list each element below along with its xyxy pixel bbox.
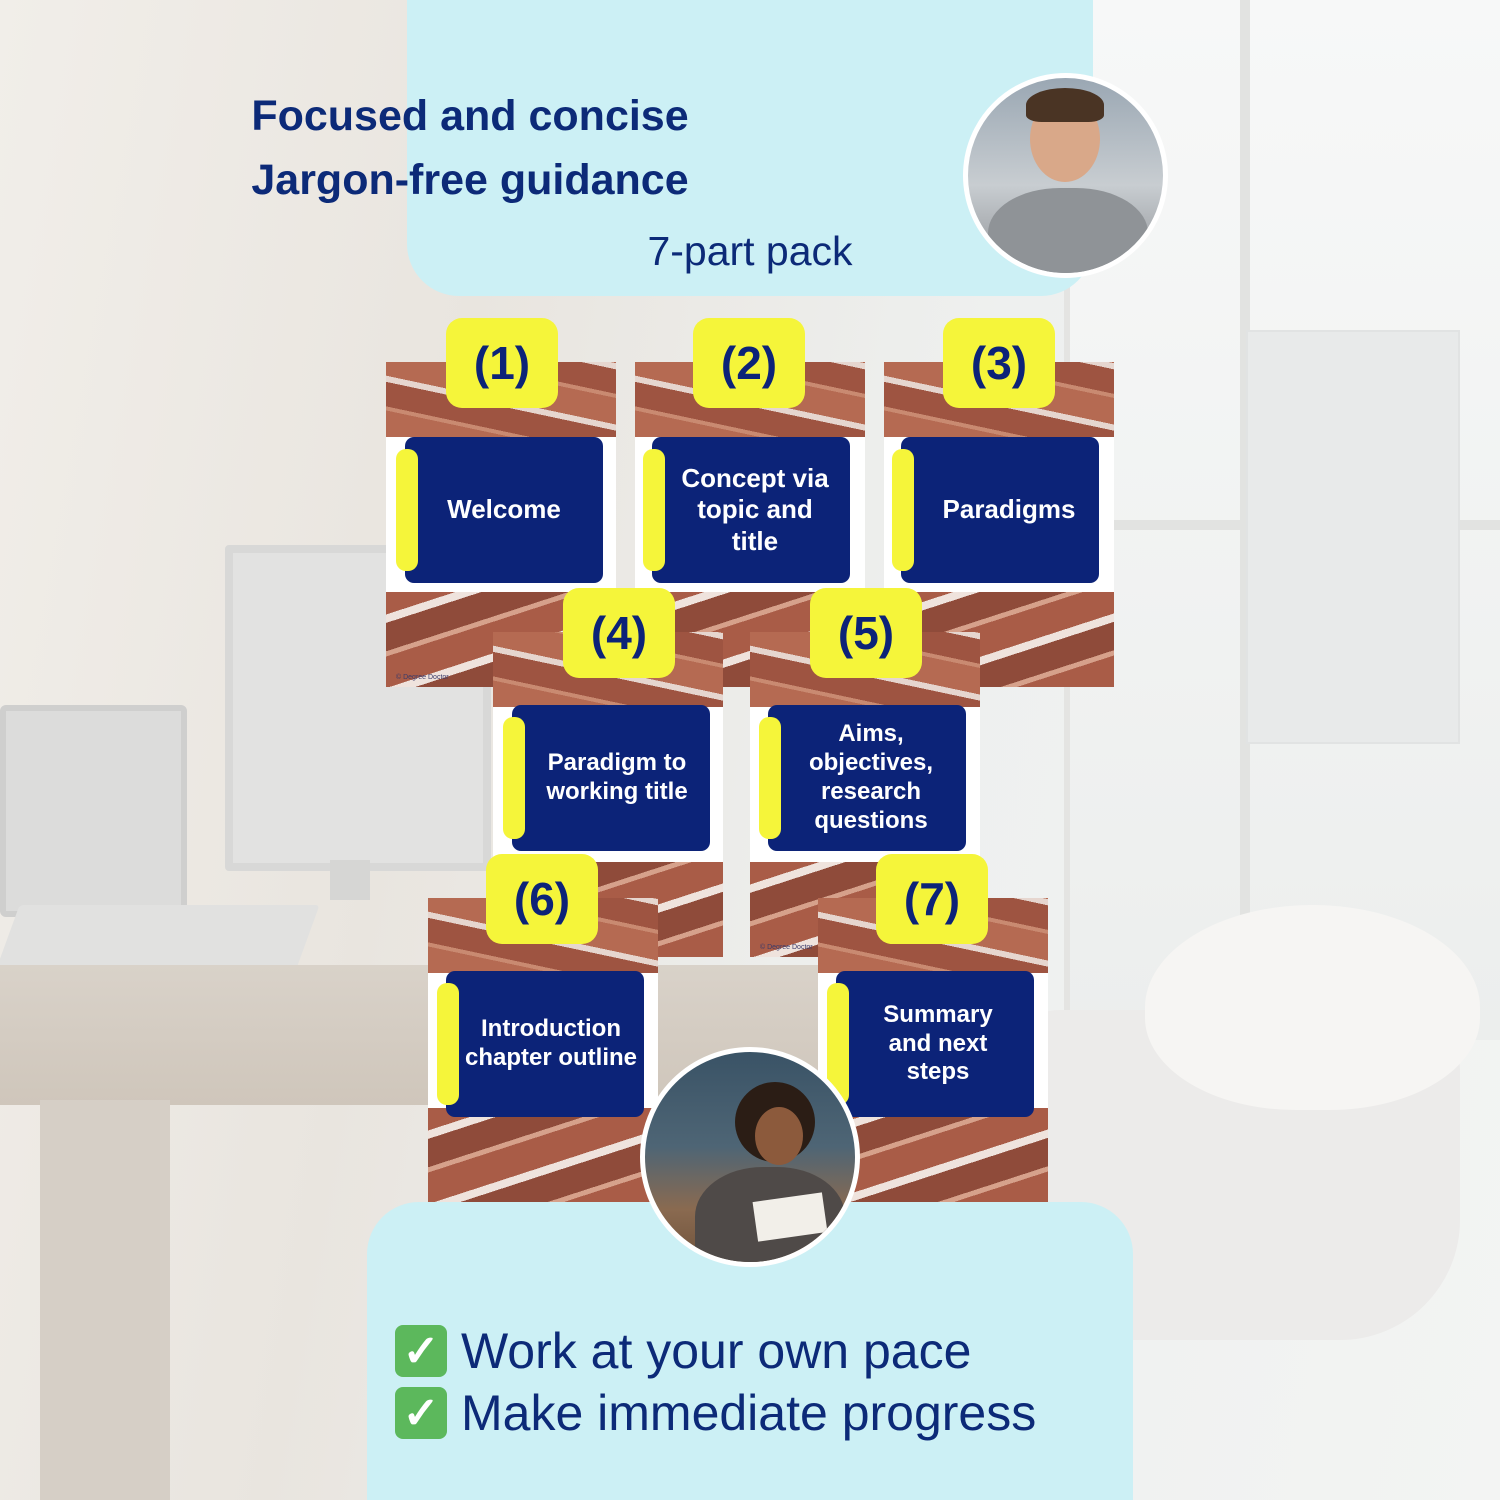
check-mark-icon: ✓ [395, 1387, 447, 1439]
desk-leg [40, 1100, 170, 1500]
part-3-badge: (3) [943, 318, 1055, 408]
accent-bar [503, 717, 525, 839]
headline-line-1: Focused and concise [251, 92, 689, 140]
slide-6-title: Introduction chapter outline [464, 1015, 638, 1071]
accent-bar [827, 983, 849, 1105]
accent-bar [396, 449, 418, 571]
slide-2-title-panel: Concept via topic and title [643, 437, 850, 583]
benefit-text-1: Work at your own pace [461, 1323, 972, 1379]
man-photo-avatar [963, 73, 1168, 278]
slide-7-title: Summary and next steps [883, 1000, 993, 1086]
accent-bar [643, 449, 665, 571]
accent-bar [759, 717, 781, 839]
accent-bar [892, 449, 914, 571]
part-5-badge: (5) [810, 588, 922, 678]
monitor-stand [330, 860, 370, 900]
slide-2-title: Concept via topic and title [681, 463, 829, 556]
check-mark-icon: ✓ [395, 1325, 447, 1377]
part-2-badge: (2) [693, 318, 805, 408]
house-outside-window [1246, 330, 1460, 744]
part-4-badge: (4) [563, 588, 675, 678]
laptop [0, 705, 187, 917]
woman-photo-avatar [640, 1047, 860, 1267]
copyright-text: © Degree Doctor [760, 944, 813, 951]
accent-bar [437, 983, 459, 1105]
part-7-badge: (7) [876, 854, 988, 944]
slide-4-title: Paradigm to working title [546, 749, 688, 805]
slide-5-title: Aims, objectives, research questions [808, 720, 934, 834]
benefit-item-2: ✓ Make immediate progress [395, 1384, 1036, 1442]
headline-line-2: Jargon-free guidance [251, 156, 689, 204]
slide-6-title-panel: Introduction chapter outline [437, 971, 644, 1117]
slide-4-title-panel: Paradigm to working title [503, 705, 710, 851]
copyright-text: © Degree Doctor [396, 674, 449, 681]
slide-3-title-panel: Paradigms [892, 437, 1099, 583]
part-1-badge: (1) [446, 318, 558, 408]
slide-7-title-panel: Summary and next steps [827, 971, 1034, 1117]
part-6-badge: (6) [486, 854, 598, 944]
slide-5-title-panel: Aims, objectives, research questions [759, 705, 966, 851]
slide-1-title-panel: Welcome [396, 437, 603, 583]
benefit-text-2: Make immediate progress [461, 1385, 1037, 1441]
benefit-item-1: ✓ Work at your own pace [395, 1322, 971, 1380]
slide-1-title: Welcome [447, 494, 561, 525]
pack-subtitle: 7-part pack [647, 228, 853, 274]
sheepskin-throw [1145, 905, 1480, 1110]
slide-3-title: Paradigms [942, 494, 1076, 525]
